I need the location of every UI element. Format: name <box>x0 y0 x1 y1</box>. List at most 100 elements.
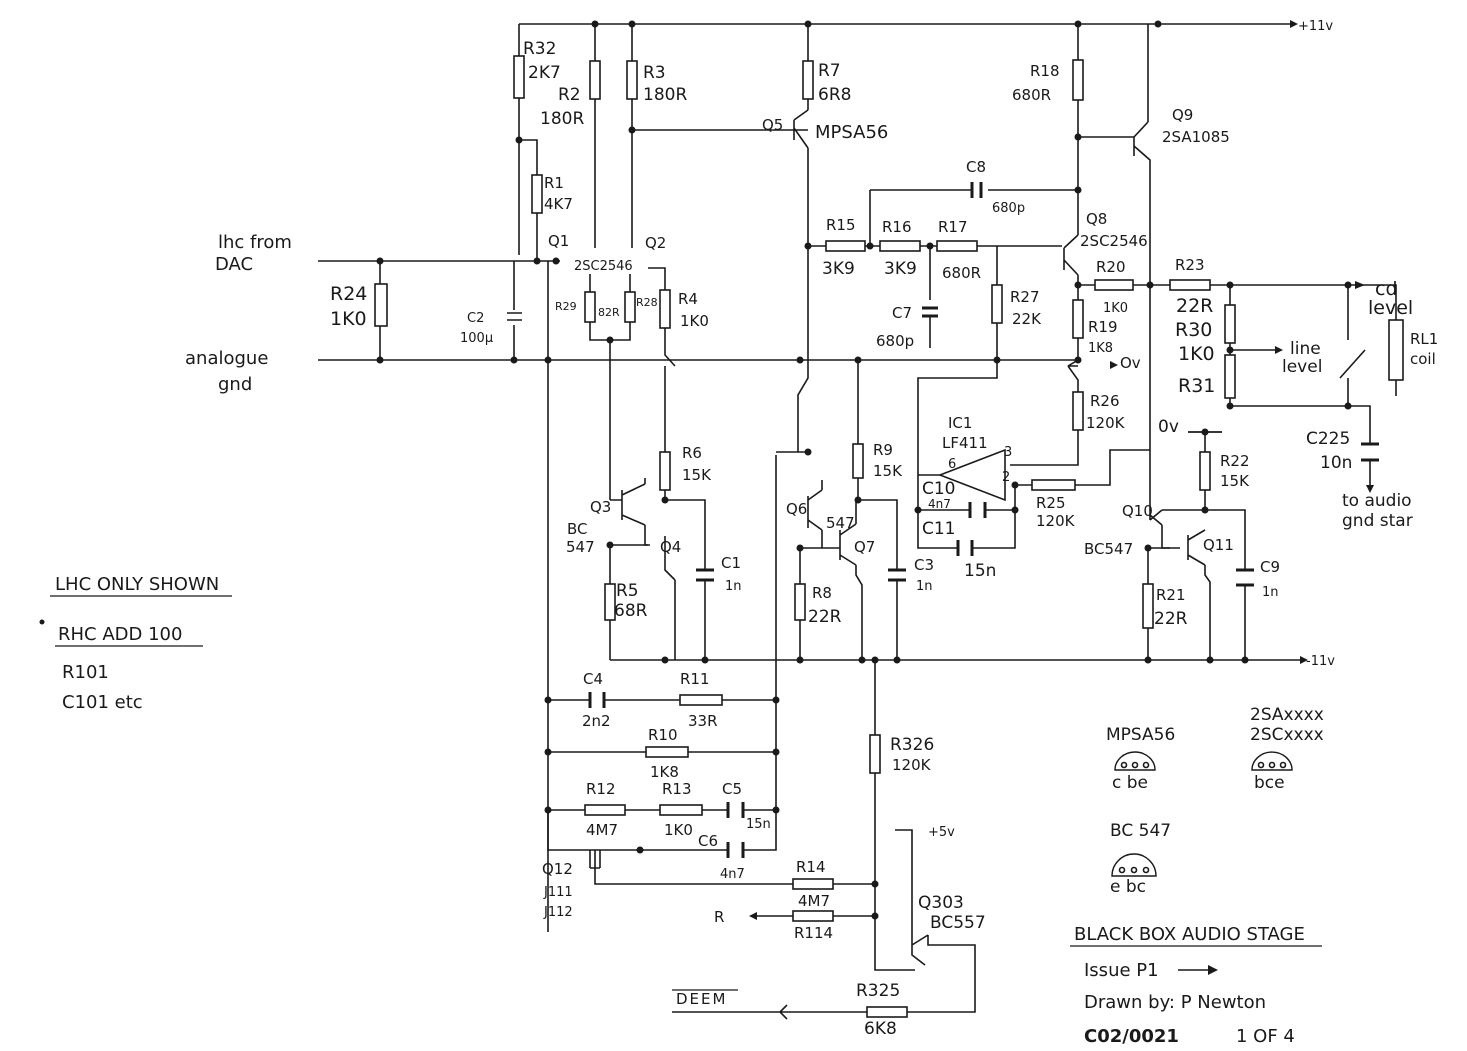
q12-label: Q12 <box>542 860 573 878</box>
deem-label: DEEM <box>676 990 727 1008</box>
c2-value: 100µ <box>460 331 493 346</box>
r1-label: R1 <box>544 174 564 192</box>
q6-label: Q6 <box>786 500 807 518</box>
c1-label: C1 <box>721 554 741 572</box>
issue-label: Issue P1 <box>1084 960 1159 981</box>
j112-label: J112 <box>543 905 573 920</box>
r3-label: R3 <box>643 63 666 83</box>
r17-label: R17 <box>938 218 968 236</box>
r16-value: 3K9 <box>884 259 917 279</box>
sheet-number: 1 OF 4 <box>1236 1026 1295 1047</box>
c4-value: 2n2 <box>582 712 611 730</box>
note-lhc-only: LHC ONLY SHOWN <box>55 574 219 595</box>
r24-value: 1K0 <box>330 308 367 330</box>
rl1-coil-label: coil <box>1410 350 1436 368</box>
q4-label: Q4 <box>660 538 681 556</box>
r30-value: 1K0 <box>1178 343 1215 365</box>
pinout-bc547-pins: e bc <box>1110 877 1146 897</box>
r25-value: 120K <box>1036 512 1076 530</box>
r5-label: R5 <box>616 581 639 601</box>
r21-label: R21 <box>1156 586 1186 604</box>
r32-label: R32 <box>523 39 556 59</box>
c10-value: 4n7 <box>928 497 951 511</box>
c1-value: 1n <box>725 579 742 594</box>
q3-label: Q3 <box>590 498 611 516</box>
pinout-2sa-title: 2SAxxxx <box>1250 705 1324 725</box>
ic1-pin6: 6 <box>948 457 956 472</box>
q3-type-line2: 547 <box>566 538 595 556</box>
r18-value: 680R <box>1012 86 1051 104</box>
r12-label: R12 <box>586 780 616 798</box>
r1-value: 4K7 <box>544 195 573 213</box>
r4-label: R4 <box>678 290 698 308</box>
r9-value: 15K <box>873 462 903 480</box>
pinout-key: MPSA56 c be 2SAxxxx 2SCxxxx bce BC 547 e… <box>1106 705 1324 897</box>
gnd-label-line1: analogue <box>185 348 268 369</box>
r325-label: R325 <box>856 981 900 1001</box>
r23-value: 22R <box>1176 295 1213 317</box>
q9-type-label: 2SA1085 <box>1162 128 1230 146</box>
c225-value: 10n <box>1320 453 1352 473</box>
r6-label: R6 <box>682 444 702 462</box>
r23-label: R23 <box>1175 256 1205 274</box>
q10-type-label: BC547 <box>1084 540 1133 558</box>
gnd-star-line2: gnd star <box>1342 511 1413 531</box>
r114-label: R114 <box>794 924 833 942</box>
q5-label: Q5 <box>762 116 783 134</box>
q1-label: Q1 <box>548 232 569 250</box>
input-label-line1: lhc from <box>218 232 292 253</box>
q303-type-label: BC557 <box>930 913 986 933</box>
r326-label: R326 <box>890 735 934 755</box>
zero-volt-label-2: 0v <box>1158 417 1179 437</box>
r29-label: R29 <box>555 300 577 313</box>
r14-label: R14 <box>796 858 826 876</box>
r31-label: R31 <box>1178 375 1215 397</box>
q9-label: Q9 <box>1172 106 1193 124</box>
r8-value: 22R <box>808 607 842 627</box>
c6-label: C6 <box>698 832 718 850</box>
r14-value: 4M7 <box>798 892 830 910</box>
r25-label: R25 <box>1036 494 1066 512</box>
r15-value: 3K9 <box>822 259 855 279</box>
r11-value: 33R <box>688 712 718 730</box>
drawing-title: BLACK BOX AUDIO STAGE <box>1074 924 1305 945</box>
r20-label: R20 <box>1096 258 1126 276</box>
c5-value: 15n <box>746 817 771 832</box>
c8-value: 680p <box>992 201 1025 216</box>
c2-label: C2 <box>467 311 484 326</box>
r12-value: 4M7 <box>586 821 618 839</box>
drawing-number: C02/0021 <box>1084 1026 1179 1047</box>
r7-value: 6R8 <box>818 85 851 105</box>
ic1-pin3: 3 <box>1004 445 1012 460</box>
q2-label: Q2 <box>645 234 666 252</box>
line-level-line2: level <box>1282 357 1322 377</box>
q5-type-label: MPSA56 <box>815 122 888 143</box>
r10-value: 1K8 <box>650 763 679 781</box>
r22-label: R22 <box>1220 452 1250 470</box>
r22-value: 15K <box>1220 472 1250 490</box>
line-level-line1: line <box>1290 339 1321 359</box>
r21-value: 22R <box>1154 609 1188 629</box>
note-r101: R101 <box>62 662 109 683</box>
labels: +11v -11v lhc from DAC analogue gnd R32 … <box>185 19 1438 1039</box>
r19-label: R19 <box>1088 318 1118 336</box>
r2829-value: 82R <box>598 306 620 319</box>
plus5-label: +5v <box>928 825 955 840</box>
q8-label: Q8 <box>1086 210 1107 228</box>
q10-label: Q10 <box>1122 502 1153 520</box>
c11-label: C11 <box>922 519 956 539</box>
r325-value: 6K8 <box>864 1019 897 1039</box>
r-out-label: R <box>714 908 724 926</box>
q7-label: Q7 <box>854 538 875 556</box>
title-block: BLACK BOX AUDIO STAGE Issue P1 Drawn by:… <box>1070 924 1322 1047</box>
r4-value: 1K0 <box>680 312 709 330</box>
component-bodies <box>374 20 1404 1018</box>
r24-label: R24 <box>330 283 367 305</box>
c3-label: C3 <box>914 556 934 574</box>
j111-label: J111 <box>543 885 573 900</box>
note-rhc-add: RHC ADD 100 <box>58 624 182 645</box>
wires <box>318 23 1397 1020</box>
r28-label: R28 <box>636 296 658 309</box>
rail-minus-label: -11v <box>1306 654 1335 669</box>
pinout-bc547-title: BC 547 <box>1110 821 1171 841</box>
